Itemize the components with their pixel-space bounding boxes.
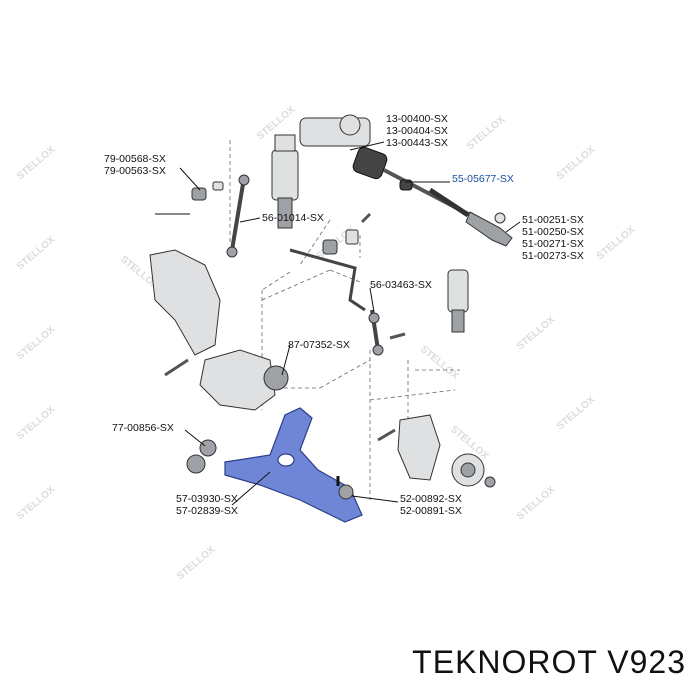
label-tie-rod-end-4: 51-00273-SX — [522, 250, 584, 262]
label-arm-bushing: 77-00856-SX — [112, 422, 174, 434]
strut-right — [447, 269, 469, 333]
label-stab-link-left-2: 79-00563-SX — [104, 165, 166, 177]
label-stab-link-right: 56-03463-SX — [370, 279, 432, 291]
watermark: STELLOX — [15, 324, 58, 362]
label-ball-joint-1: 52-00892-SX — [400, 493, 462, 505]
label-tie-rod-end-1: 51-00251-SX — [522, 214, 584, 226]
suspension-diagram: STELLOX STELLOX STELLOX STELLOX STELLOX … — [15, 104, 638, 582]
watermark: STELLOX — [555, 144, 598, 182]
footer-title: TEKNOROT V923 — [412, 644, 686, 680]
label-tie-rod-end-3: 51-00271-SX — [522, 238, 584, 250]
label-rack-1: 13-00400-SX — [386, 113, 448, 125]
label-control-arm-1: 57-03930-SX — [176, 493, 238, 505]
control-arm — [186, 407, 363, 523]
watermark: STELLOX — [595, 224, 638, 262]
subframe — [149, 249, 289, 411]
tie-rod-end — [465, 211, 513, 247]
steering-rack — [299, 114, 471, 218]
label-bushing: 87-07352-SX — [288, 339, 350, 351]
watermark: STELLOX — [555, 394, 598, 432]
stab-bushings-left — [155, 181, 224, 215]
watermark: STELLOX — [175, 544, 218, 582]
label-ball-joint-2: 52-00891-SX — [400, 505, 462, 517]
watermark: STELLOX — [515, 314, 558, 352]
label-rack-3: 13-00443-SX — [386, 137, 448, 149]
label-stab-link-front: 56-01014-SX — [262, 212, 324, 224]
watermark: STELLOX — [15, 144, 58, 182]
bolts — [164, 212, 406, 442]
label-control-arm-2: 57-02839-SX — [176, 505, 238, 517]
label-tie-rod-end-2: 51-00250-SX — [522, 226, 584, 238]
watermark: STELLOX — [418, 344, 461, 382]
guide-lines — [229, 140, 460, 500]
watermark: STELLOX — [15, 484, 58, 522]
part-labels: 13-00400-SX 13-00404-SX 13-00443-SX 55-0… — [104, 113, 584, 517]
label-rack-2: 13-00404-SX — [386, 125, 448, 137]
stabilizer-bar — [289, 229, 384, 356]
label-tie-rod: 55-05677-SX — [452, 173, 514, 185]
watermark: STELLOX — [515, 484, 558, 522]
watermark: STELLOX — [15, 234, 58, 272]
strut-left — [226, 134, 299, 258]
label-stab-link-left-1: 79-00568-SX — [104, 153, 166, 165]
watermark: STELLOX — [465, 114, 508, 152]
footer: TEKNOROT V923 — [0, 640, 700, 700]
leader-lines — [179, 141, 521, 506]
knuckle-hub — [397, 414, 496, 488]
watermark: STELLOX — [15, 404, 58, 442]
